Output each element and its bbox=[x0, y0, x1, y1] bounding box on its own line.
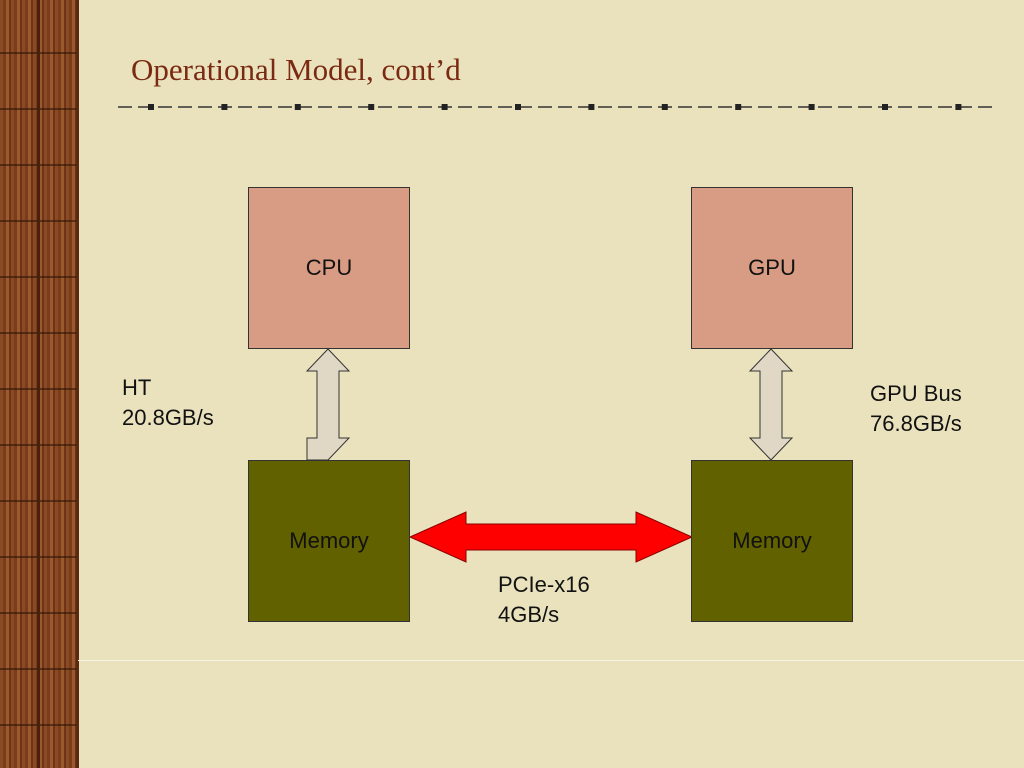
wood-divider bbox=[37, 0, 40, 768]
rule-dot bbox=[441, 104, 448, 110]
rule-dot bbox=[735, 104, 742, 110]
gpu-bus-name: GPU Bus bbox=[870, 381, 962, 406]
ht-bandwidth: 20.8GB/s bbox=[122, 405, 214, 430]
rule-dot bbox=[148, 104, 154, 110]
rule-dot bbox=[368, 104, 375, 110]
rule-dot bbox=[882, 104, 888, 110]
gpu-memory-label: Memory bbox=[732, 528, 812, 553]
title-rule bbox=[118, 104, 994, 110]
slide-title: Operational Model, cont’d bbox=[131, 52, 461, 87]
bottom-rule bbox=[78, 660, 1024, 661]
ht-arrow bbox=[305, 348, 351, 461]
ht-name: HT bbox=[122, 375, 152, 400]
rule-dot bbox=[221, 104, 228, 110]
rule-dot bbox=[808, 104, 815, 110]
gpu-bus-bandwidth: 76.8GB/s bbox=[870, 411, 962, 436]
gpu-label: GPU bbox=[748, 255, 796, 280]
rule-dot bbox=[661, 104, 668, 110]
pcie-bandwidth: 4GB/s bbox=[498, 602, 560, 627]
host-memory-box: Memory bbox=[248, 460, 410, 622]
rule-dot bbox=[955, 104, 962, 110]
rule-dot bbox=[294, 104, 301, 110]
wood-edge bbox=[76, 0, 79, 768]
ht-link-label: HT 20.8GB/s bbox=[122, 373, 214, 433]
pcie-arrow bbox=[408, 511, 694, 563]
rule-dot bbox=[515, 104, 521, 110]
cpu-box: CPU bbox=[248, 187, 410, 349]
gpu-box: GPU bbox=[691, 187, 853, 349]
gpu-bus-link-label: GPU Bus 76.8GB/s bbox=[870, 379, 962, 439]
gpu-bus-arrow bbox=[748, 348, 794, 461]
pcie-link-label: PCIe-x16 4GB/s bbox=[498, 570, 590, 630]
pcie-name: PCIe-x16 bbox=[498, 572, 590, 597]
gpu-memory-box: Memory bbox=[691, 460, 853, 622]
rule-dot bbox=[588, 104, 595, 110]
host-memory-label: Memory bbox=[289, 528, 369, 553]
cpu-label: CPU bbox=[305, 255, 353, 280]
